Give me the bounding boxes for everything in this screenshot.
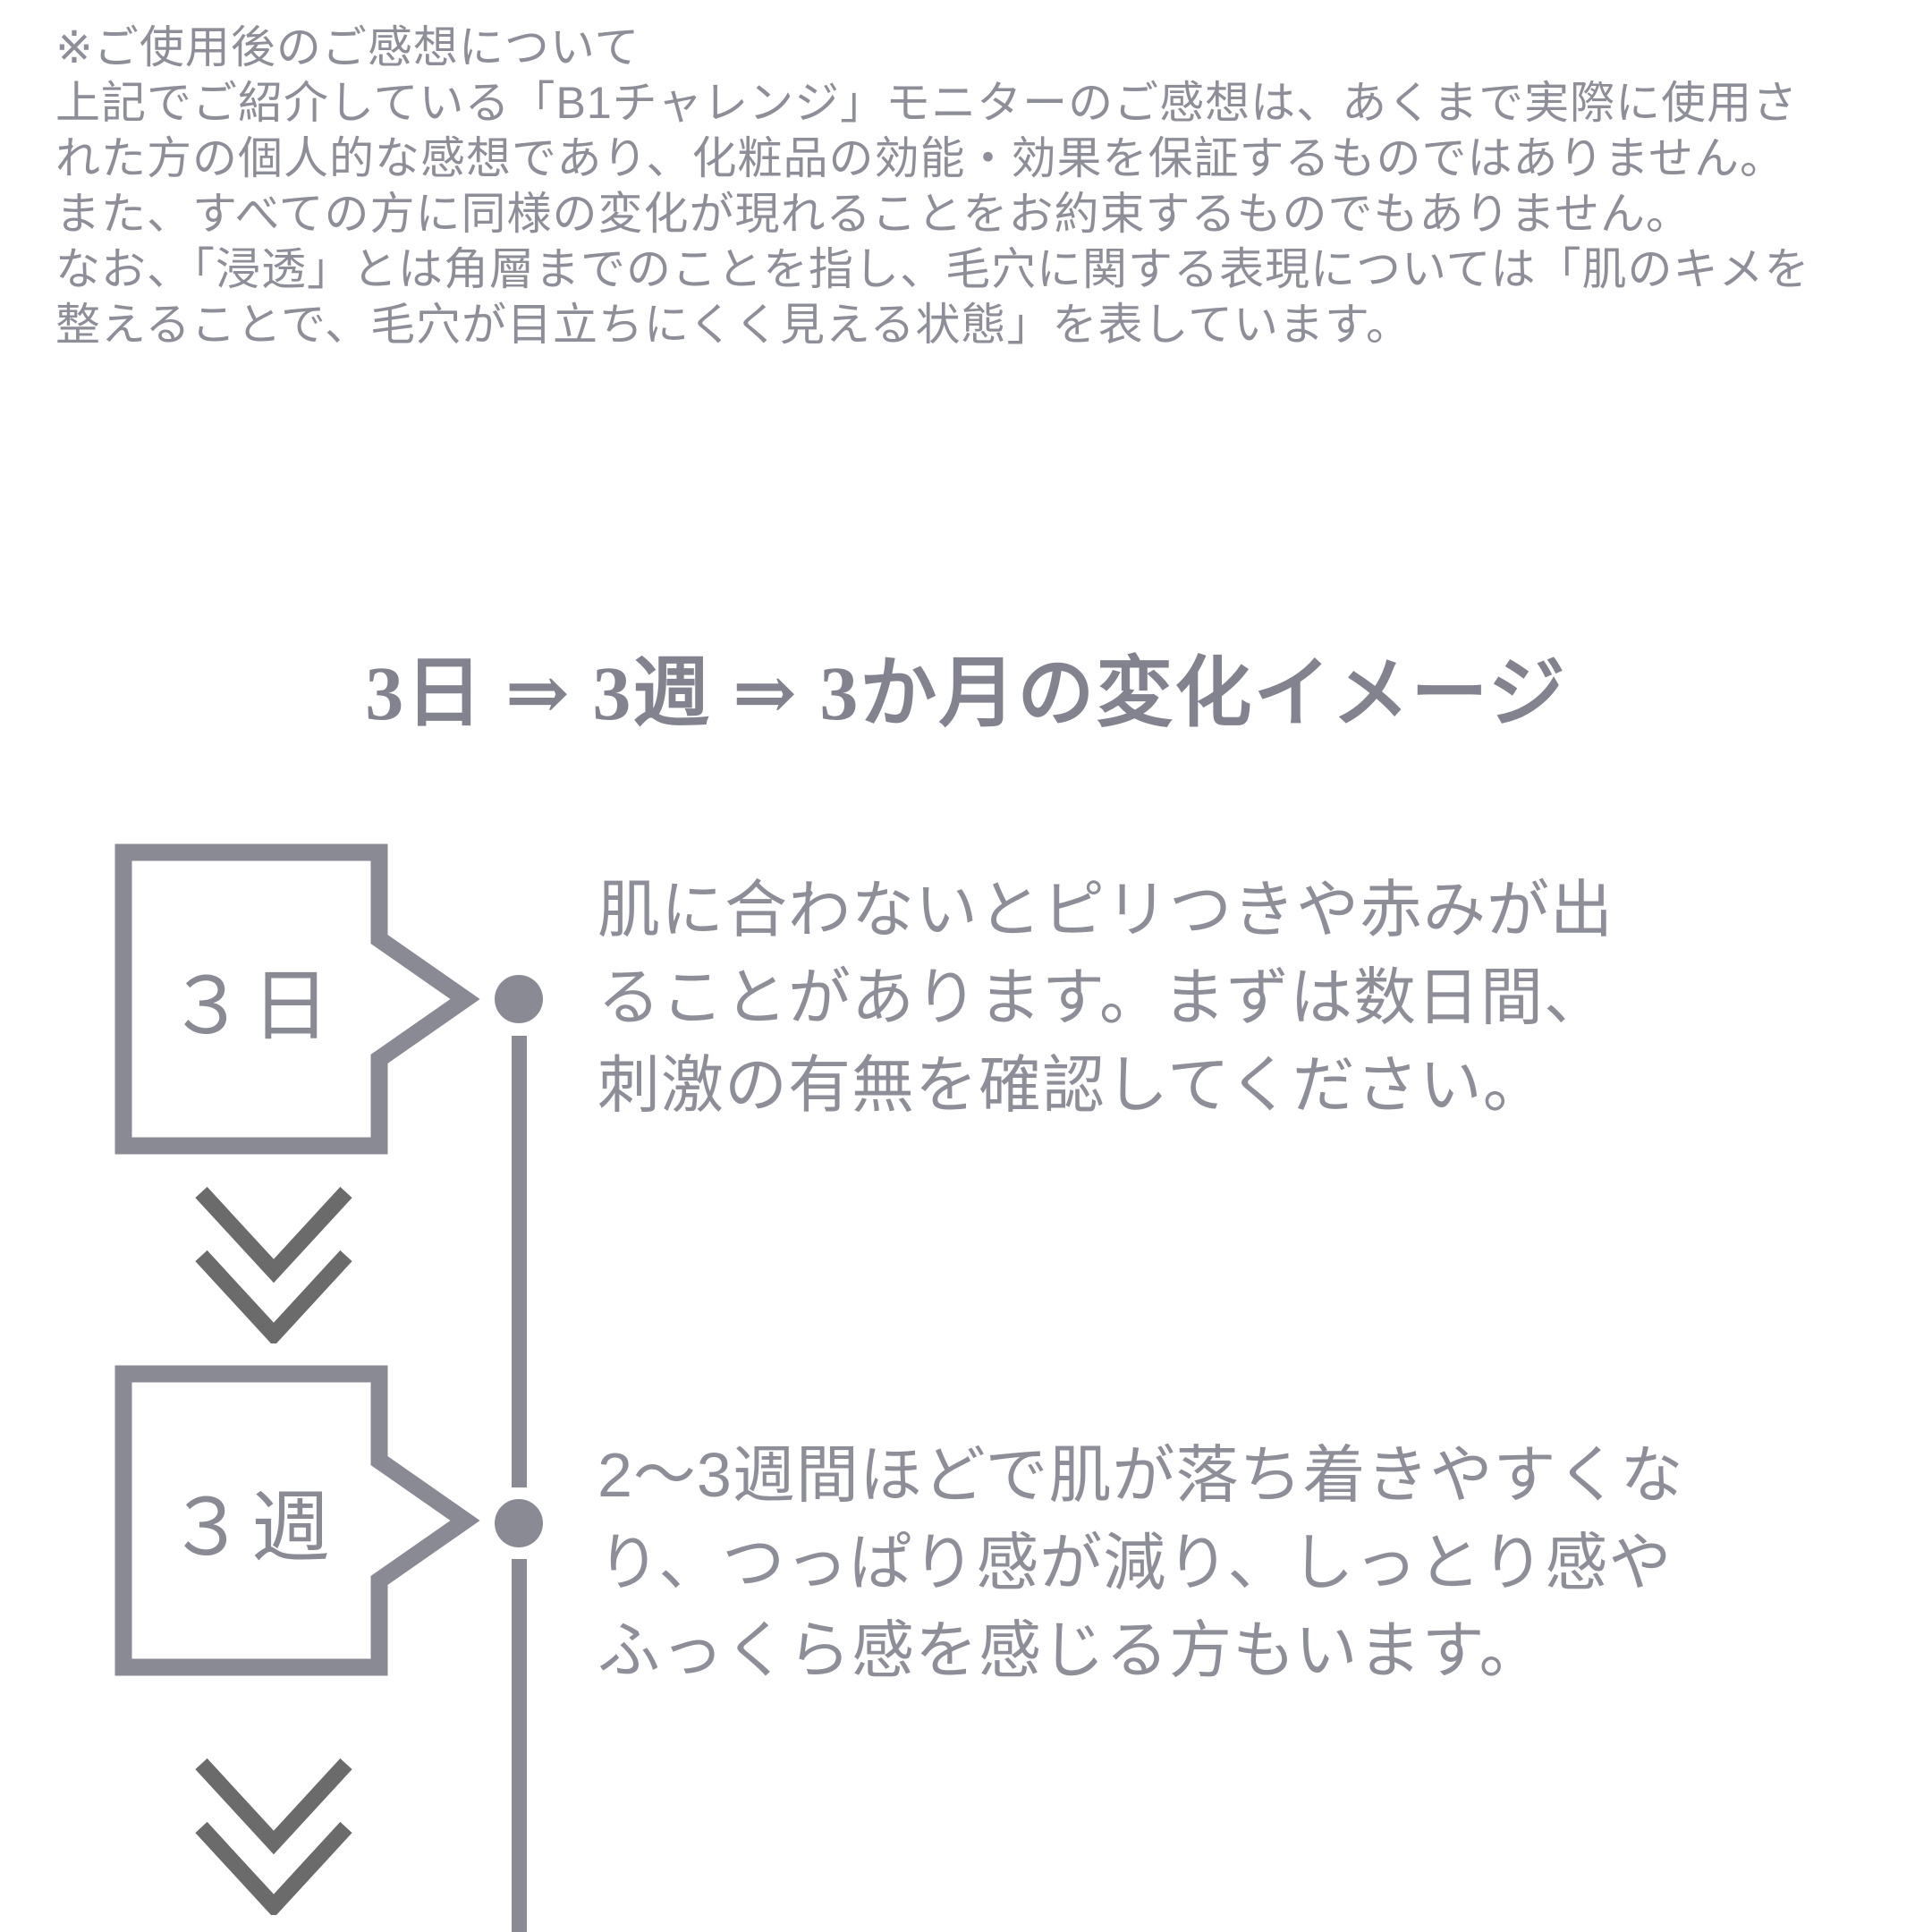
timeline-dot-icon bbox=[495, 975, 543, 1023]
step-box-outline-3weeks bbox=[114, 1365, 480, 1676]
step-label-3weeks: ３週 bbox=[166, 1482, 335, 1572]
step-description-line: 2〜3週間ほどで肌が落ち着きやすくな bbox=[597, 1440, 1684, 1510]
step-box-outline-3days bbox=[114, 843, 480, 1155]
timeline-connector-line bbox=[512, 1559, 527, 1932]
disclaimer-line: れた方の個人的な感想であり、化粧品の効能・効果を保証するものではありません。 bbox=[55, 133, 1785, 183]
double-chevron-down-icon bbox=[195, 1758, 352, 1915]
step-description-3days: 肌に合わないとピリつきや赤みが出 ることがあります。まずは数日間、 刺激の有無を… bbox=[597, 866, 1903, 1129]
step-description-line: ることがあります。まずは数日間、 bbox=[597, 962, 1607, 1032]
step-label-3days: ３日 bbox=[166, 961, 335, 1050]
usage-disclaimer-text: ※ご使用後のご感想について 上記でご紹介している「B1チャレンジ」モニターのご感… bbox=[55, 20, 1907, 352]
timeline-connector-line bbox=[512, 1036, 527, 1487]
step-description-line: り、つっぱり感が減り、しっとり感や bbox=[597, 1528, 1673, 1597]
disclaimer-line: 上記でご紹介している「B1チャレンジ」モニターのご感想は、あくまで実際に使用さ bbox=[55, 78, 1799, 128]
step-description-line: 刺激の有無を確認してください。 bbox=[597, 1050, 1546, 1120]
timeline-dot-icon bbox=[495, 1499, 543, 1547]
disclaimer-line: 整えることで、毛穴が目立ちにくく見える状態」を表しています。 bbox=[55, 300, 1411, 350]
step-description-line: 肌に合わないとピリつきや赤みが出 bbox=[597, 875, 1614, 945]
step-description-3weeks: 2〜3週間ほどで肌が落ち着きやすくな り、つっぱり感が減り、しっとり感や ふっく… bbox=[597, 1431, 1903, 1694]
disclaimer-line: また、すべての方に同様の変化が現れることをお約束するものでもありません。 bbox=[55, 189, 1691, 239]
disclaimer-line: ※ご使用後のご感想について bbox=[55, 22, 640, 72]
section-title: 3日 ⇒ 3週 ⇒ 3か月の変化イメージ bbox=[365, 650, 1567, 736]
double-chevron-down-icon bbox=[195, 1186, 352, 1343]
step-description-line: ふっくら感を感じる方もいます。 bbox=[597, 1615, 1543, 1685]
disclaimer-line: なお、「浸透」とは角層までのことを指し、毛穴に関する表現については「肌のキメを bbox=[55, 244, 1810, 294]
